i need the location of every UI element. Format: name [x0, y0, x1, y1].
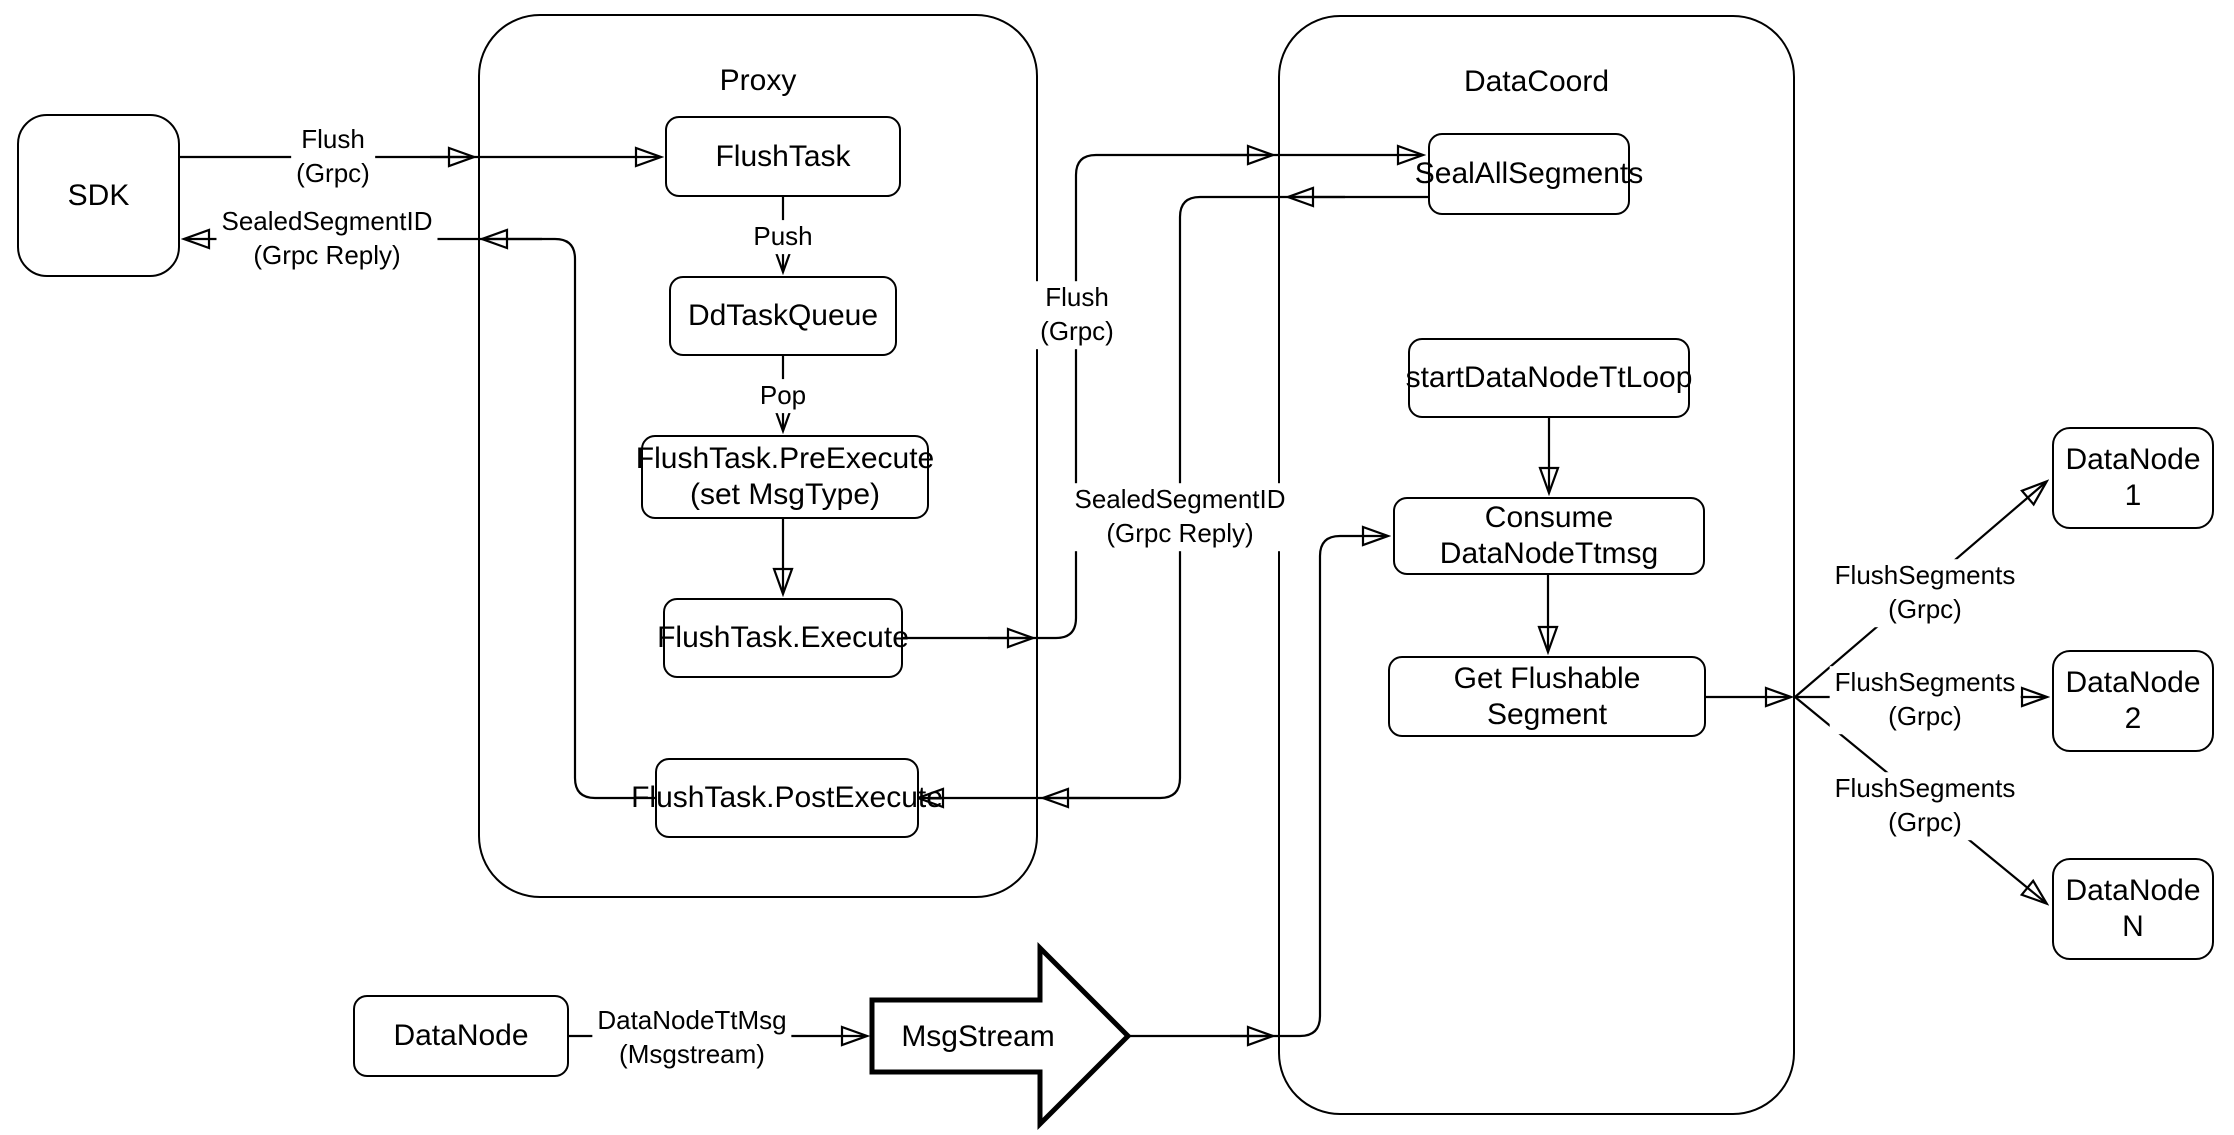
edge-label-flushsegments-3: FlushSegments (Grpc) — [1829, 772, 2021, 840]
node-execute-label: FlushTask.Execute — [657, 621, 909, 654]
node-preexecute-label-line1: FlushTask.PreExecute — [635, 442, 935, 475]
edge-label-sealedsegmentid-sdk-line2: (Grpc Reply) — [253, 240, 401, 270]
node-consumedatanodettmsg: Consume DataNodeTtmsg — [1393, 497, 1705, 575]
node-consumedatanodettmsg-label: Consume DataNodeTtmsg — [1439, 501, 1659, 570]
node-datanode1: DataNode 1 — [2052, 427, 2214, 529]
edge-label-sealedsegmentid-sdk-line1: SealedSegmentID — [221, 206, 433, 237]
proxy-container: Proxy — [478, 14, 1038, 898]
msgstream-label-text: MsgStream — [901, 1020, 1055, 1053]
edge-label-datanodettmsg-line1: DataNodeTtMsg — [597, 1005, 787, 1036]
edge-label-sealedsegmentid-mid: SealedSegmentID (Grpc Reply) — [1069, 483, 1291, 551]
edge-label-sdk-flush-line1: Flush — [301, 124, 365, 155]
node-sealallsegments: SealAllSegments — [1415, 133, 1643, 215]
node-getflushablesegment-label: Get Flushable Segment — [1453, 661, 1641, 731]
node-datanode2-label: DataNode 2 — [2065, 666, 2201, 735]
node-sealallsegments-label: SealAllSegments — [1414, 157, 1644, 190]
node-sdk-label: SDK — [67, 178, 130, 212]
node-flushtask: FlushTask — [665, 116, 901, 197]
node-datanoden-label: DataNode N — [2065, 874, 2201, 943]
node-postexecute-label: FlushTask.PostExecute — [631, 781, 943, 814]
node-postexecute: FlushTask.PostExecute — [631, 758, 943, 838]
node-flushtask-label: FlushTask — [715, 139, 851, 173]
node-datanode1-label: DataNode 1 — [2065, 443, 2201, 512]
node-sdk: SDK — [17, 114, 180, 277]
msgstream-shape-label: MsgStream — [901, 1020, 1054, 1054]
edge-label-execute-flush-line2: (Grpc) — [1040, 316, 1114, 346]
proxy-container-title: Proxy — [719, 64, 797, 97]
edge-execute-to-sealallsegments — [903, 155, 1422, 640]
node-startdatanodettloop-label: startDataNodeTtLoop — [1405, 361, 1693, 394]
edge-label-flushsegments-1-line2: (Grpc) — [1888, 594, 1962, 624]
node-ddtaskqueue-label: DdTaskQueue — [687, 299, 879, 332]
edge-label-push-line1: Push — [753, 221, 813, 252]
edge-postexecute-to-sdk — [185, 239, 655, 800]
edge-label-sdk-flush-line2: (Grpc) — [296, 158, 370, 188]
datacoord-container: DataCoord — [1278, 15, 1795, 1115]
edge-label-pop-line1: Pop — [759, 380, 807, 411]
edge-label-sealedsegmentid-sdk: SealedSegmentID (Grpc Reply) — [216, 205, 438, 273]
edge-label-flushsegments-1: FlushSegments (Grpc) — [1829, 559, 2021, 627]
node-preexecute: FlushTask.PreExecute (set MsgType) — [636, 435, 934, 519]
edge-label-execute-flush: Flush (Grpc) — [1035, 281, 1119, 349]
edge-label-flushsegments-3-line1: FlushSegments — [1834, 773, 2016, 804]
node-getflushablesegment: Get Flushable Segment — [1388, 656, 1706, 737]
edge-label-execute-flush-line1: Flush — [1045, 282, 1109, 313]
edge-label-flushsegments-1-line1: FlushSegments — [1834, 560, 2016, 591]
msgstream-arrow-shape — [869, 941, 1132, 1131]
datacoord-container-title: DataCoord — [1463, 65, 1610, 98]
node-datanode-bottom: DataNode — [353, 995, 569, 1077]
node-datanoden: DataNode N — [2052, 858, 2214, 960]
edge-msgstream-to-consume — [1128, 536, 1387, 1038]
edge-label-push: Push — [748, 220, 818, 254]
edge-label-flushsegments-2-line2: (Grpc) — [1888, 701, 1962, 731]
node-startdatanodettloop: startDataNodeTtLoop — [1405, 338, 1693, 418]
edge-label-datanodettmsg-line2: (Msgstream) — [619, 1039, 765, 1069]
edge-label-flushsegments-3-line2: (Grpc) — [1888, 807, 1962, 837]
edge-label-flushsegments-2-line1: FlushSegments — [1834, 667, 2016, 698]
edge-label-datanodettmsg: DataNodeTtMsg (Msgstream) — [592, 1004, 792, 1072]
node-preexecute-label-line2: (set MsgType) — [689, 478, 881, 511]
edge-label-sdk-flush: Flush (Grpc) — [291, 123, 375, 191]
edge-label-sealedsegmentid-mid-line2: (Grpc Reply) — [1106, 518, 1254, 548]
node-execute: FlushTask.Execute — [657, 598, 909, 678]
edge-label-sealedsegmentid-mid-line1: SealedSegmentID — [1074, 484, 1286, 515]
node-datanode-bottom-label: DataNode — [393, 1019, 529, 1052]
node-ddtaskqueue: DdTaskQueue — [669, 276, 897, 356]
edge-label-pop: Pop — [754, 379, 812, 413]
node-datanode2: DataNode 2 — [2052, 650, 2214, 752]
edge-label-flushsegments-2: FlushSegments (Grpc) — [1829, 666, 2021, 734]
